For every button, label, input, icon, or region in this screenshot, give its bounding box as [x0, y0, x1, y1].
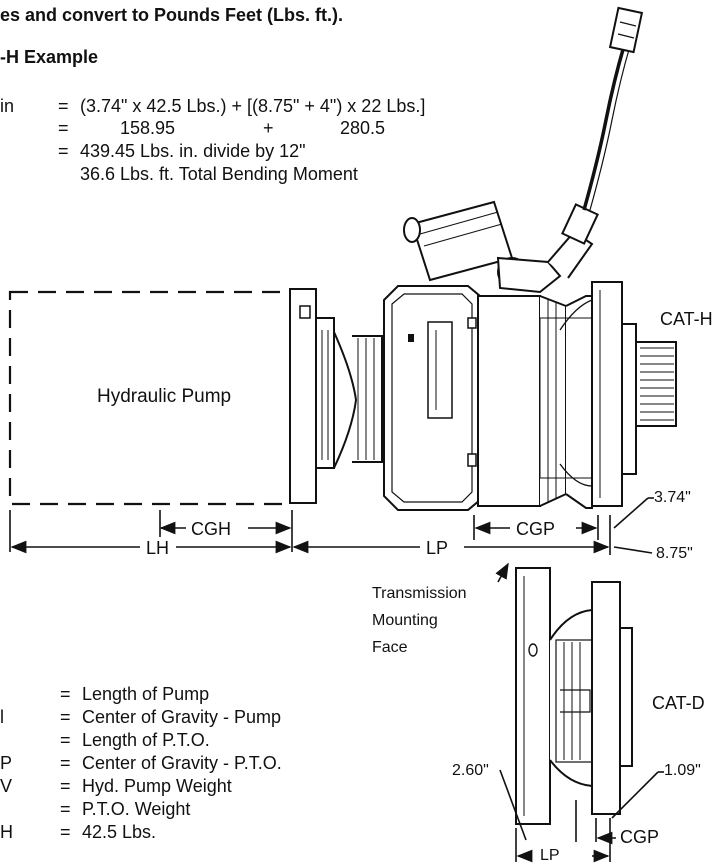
equation-plus: +: [263, 118, 274, 138]
cat-h-label: CAT-H: [660, 309, 713, 329]
equation-equals-1: =: [58, 96, 69, 116]
adapter-collar: [333, 331, 383, 469]
dimension-lines: [9, 497, 654, 583]
equation-result: 439.45 Lbs. in. divide by 12": [80, 141, 306, 161]
equation-equals-2: =: [58, 118, 69, 138]
hydraulic-pump-label: Hydraulic Pump: [97, 386, 232, 407]
dim-109-leader: [611, 771, 659, 819]
dim-109-label: 1.09": [664, 762, 701, 779]
legend-equals: =: [60, 730, 71, 750]
legend-equals: =: [60, 822, 71, 842]
header-line-1: es and convert to Pounds Feet (Lbs. ft.)…: [0, 5, 344, 25]
legend-equals: =: [60, 684, 71, 704]
legend-desc: Length of P.T.O.: [82, 730, 210, 750]
legend-desc: Center of Gravity - Pump: [82, 707, 282, 727]
legend-key: l: [0, 707, 4, 727]
legend-desc: P.T.O. Weight: [82, 799, 191, 819]
trans-face-line-2: Mounting: [372, 612, 438, 629]
dim-374-leader: [613, 497, 649, 529]
legend-desc: Hyd. Pump Weight: [82, 776, 232, 796]
legend-equals: =: [60, 753, 71, 773]
equation-total: 36.6 Lbs. ft. Total Bending Moment: [80, 164, 358, 184]
cat-d-label: CAT-D: [652, 693, 705, 713]
legend-key: H: [0, 822, 13, 842]
dim-260-leader: [499, 769, 527, 841]
wire-harness: [582, 6, 644, 211]
trans-face-line-1: Transmission: [372, 585, 467, 602]
lp-label: LP: [424, 537, 451, 559]
cgp-label: CGP: [514, 518, 558, 540]
legend-desc: Length of Pump: [82, 684, 210, 704]
equation-expression: (3.74" x 42.5 Lbs.) + [(8.75" + 4") x 22…: [80, 96, 426, 116]
trans-face-line-3: Face: [372, 639, 408, 656]
legend-desc: Center of Gravity - P.T.O.: [82, 753, 282, 773]
dim-374-label: 3.74": [654, 489, 691, 506]
cgh-label: CGH: [189, 518, 233, 540]
cat-h-mounting-plate: [591, 281, 637, 507]
cat-d-section: [515, 567, 633, 825]
gearbox-housing: [383, 285, 567, 511]
legend-desc: 42.5 Lbs.: [82, 822, 157, 842]
equation-term-2: 280.5: [340, 118, 386, 138]
trans-face-leader: [495, 562, 509, 583]
lh-label: LH: [144, 537, 172, 559]
hydraulic-pump-outline: [8, 290, 294, 506]
legend-key: V: [0, 776, 13, 796]
equation-equals-3: =: [58, 141, 69, 161]
equation-lhs: in: [0, 96, 15, 116]
lp-d-label: LP: [538, 845, 562, 867]
cgp-d-label: CGP: [620, 827, 660, 847]
legend-equals: =: [60, 707, 71, 727]
pump-flange: [289, 288, 335, 504]
legend-equals: =: [60, 776, 71, 796]
dim-260-label: 2.60": [452, 762, 489, 779]
legend-equals: =: [60, 799, 71, 819]
legend-key: P: [0, 753, 13, 773]
cat-d-dimensions: [499, 769, 664, 863]
cat-h-splined-shaft: [635, 341, 677, 427]
solenoid-assembly: [403, 200, 599, 294]
equation-term-1: 158.95: [120, 118, 176, 138]
header-line-2: -H Example: [0, 47, 99, 67]
dim-875-label: 8.75": [656, 545, 693, 562]
dim-875-leader: [613, 546, 653, 554]
